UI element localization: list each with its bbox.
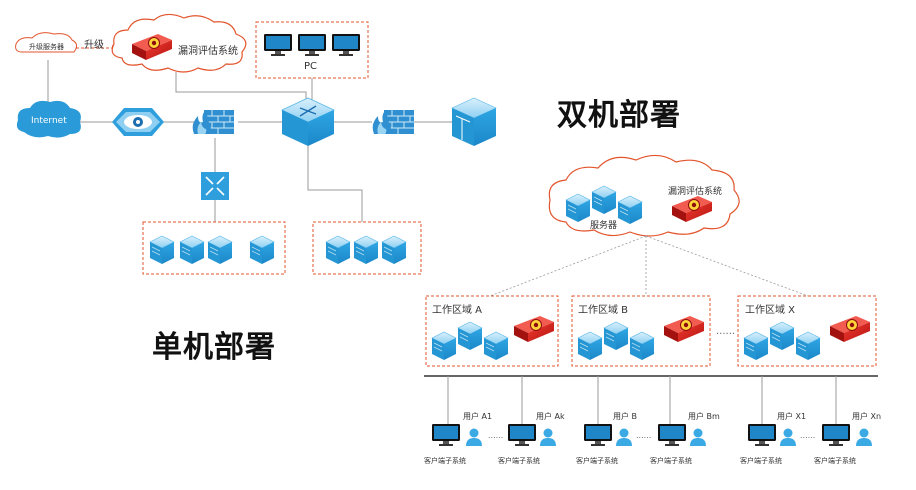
- zone-label: 工作区域 A: [432, 305, 483, 316]
- user-label: 用户 A1: [463, 412, 493, 421]
- user-icon: [856, 428, 872, 446]
- pc-monitor-icon: [298, 34, 326, 56]
- svg-text:......: ......: [636, 431, 651, 440]
- servers-label: 服务器: [590, 221, 618, 231]
- user-label: 用户 X1: [777, 412, 807, 421]
- svg-text:......: ......: [488, 431, 503, 440]
- svg-text:......: ......: [800, 431, 815, 440]
- cloud-links: [489, 235, 809, 297]
- pc-label: PC: [304, 61, 318, 72]
- internet-cloud-icon: [16, 100, 81, 138]
- client-monitor-icon: [822, 424, 850, 446]
- pc-monitor-icon: [264, 34, 292, 56]
- user-label: 用户 Xn: [852, 412, 882, 421]
- user-label: 用户 B: [613, 412, 638, 421]
- user-icon: [616, 428, 632, 446]
- single-deployment: [15, 13, 497, 275]
- ids-eye-icon: [112, 108, 164, 136]
- server-rack-icon: [451, 97, 497, 146]
- upgrade-server-cloud: [15, 32, 78, 53]
- user-icon: [780, 428, 796, 446]
- firewall-icon: [192, 109, 235, 135]
- client-monitor-icon: [658, 424, 686, 446]
- work-zone-a-box: [425, 295, 559, 367]
- access-switch-icon: [201, 172, 229, 200]
- internet-label: Internet: [31, 116, 67, 126]
- client-label: 客户端子系统: [740, 457, 782, 465]
- upgrade-label: 升级: [84, 40, 104, 51]
- client-label: 客户端子系统: [498, 457, 540, 465]
- client-monitor-icon: [584, 424, 612, 446]
- pc-monitor-icon: [332, 34, 360, 56]
- user-icon: [690, 428, 706, 446]
- zone-label: 工作区域 X: [745, 305, 796, 316]
- zone-label: 工作区域 B: [578, 305, 629, 316]
- single-links: [47, 60, 452, 222]
- client-monitor-icon: [748, 424, 776, 446]
- vuln-system-label-dual: 漏洞评估系统: [668, 187, 723, 197]
- pc-group-box: [255, 21, 369, 79]
- client-label: 客户端子系统: [424, 457, 466, 465]
- title-single-deployment: 单机部署: [152, 330, 276, 365]
- work-zone-x-box: [737, 295, 877, 367]
- client-label: 客户端子系统: [576, 457, 618, 465]
- user-label: 用户 Ak: [536, 412, 565, 421]
- user-icon: [466, 428, 482, 446]
- server-group-box: [142, 221, 286, 275]
- work-zone-b-box: [571, 295, 711, 367]
- vuln-system-label-single: 漏洞评估系统: [178, 46, 238, 57]
- bus-drops: [447, 376, 837, 424]
- core-switch-icon: [281, 97, 335, 146]
- title-dual-deployment: 双机部署: [557, 98, 681, 133]
- firewall-icon: [372, 109, 415, 135]
- client-label: 客户端子系统: [650, 457, 692, 465]
- client-label: 客户端子系统: [814, 457, 856, 465]
- user-label: 用户 Bm: [688, 412, 720, 421]
- user-icon: [540, 428, 556, 446]
- upgrade-server-label: 升级服务器: [29, 43, 64, 51]
- svg-text:......: ......: [716, 326, 735, 337]
- client-monitor-icon: [432, 424, 460, 446]
- client-monitor-icon: [508, 424, 536, 446]
- dual-deployment: ...... ...... ...... ......: [424, 154, 878, 446]
